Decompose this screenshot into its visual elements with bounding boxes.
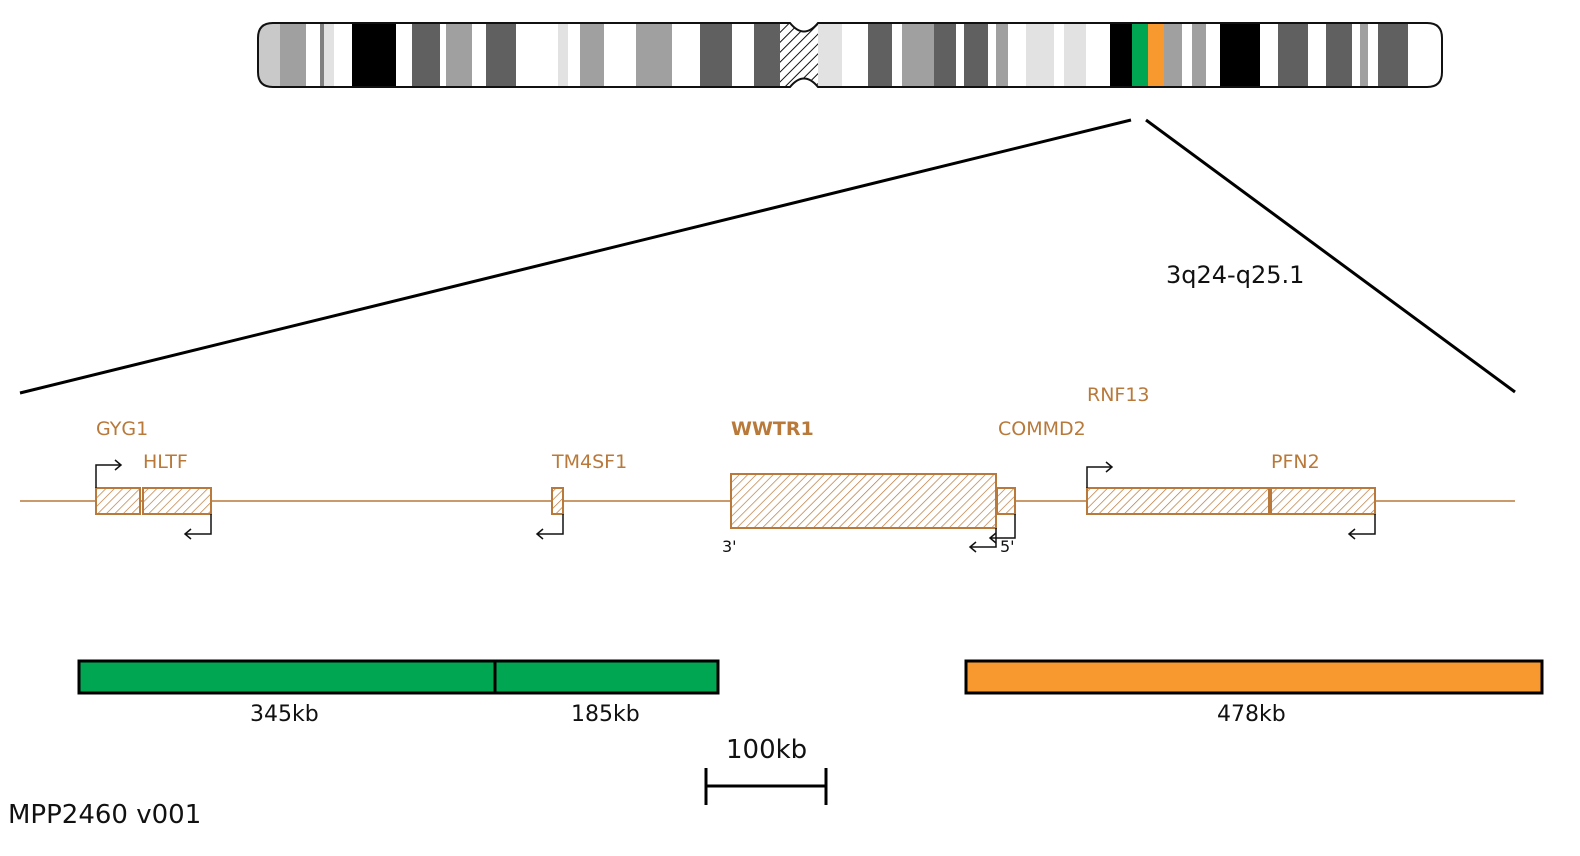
gene-label-pfn2: PFN2 (1271, 451, 1320, 473)
rnf13-arrow-icon (1086, 461, 1114, 488)
chromosome-ideogram (258, 23, 1442, 87)
orange-probe-segment (964, 659, 1544, 695)
pfn2-gene-box (1270, 487, 1376, 515)
hltf-gene-box (142, 487, 212, 515)
scale-bar-label: 100kb (726, 735, 808, 765)
zoom-line-right (1145, 118, 1516, 394)
pfn2-arrow-icon (1347, 514, 1376, 540)
commd2-arrow-icon (988, 514, 1016, 544)
commd2-gene-box (996, 487, 1016, 515)
gyg1-arrow-icon (95, 459, 123, 488)
gene-label-tm4sf1: TM4SF1 (552, 451, 628, 473)
green-probe-segment-2 (493, 659, 720, 695)
tm4sf1-arrow-icon (535, 514, 564, 540)
hltf-arrow-icon (183, 514, 212, 540)
green-probe-segment-1 (77, 659, 497, 695)
green-probe-size-1: 345kb (250, 702, 319, 727)
gene-label-rnf13: RNF13 (1087, 384, 1150, 406)
tm4sf1-gene-box (551, 487, 564, 515)
green-probe-size-2: 185kb (571, 702, 640, 727)
chromosome-outline (257, 22, 1443, 88)
footer-label: MPP2460 v001 (8, 800, 202, 830)
wwtr1-arrow-icon (968, 528, 997, 553)
gene-label-gyg1: GYG1 (96, 418, 149, 440)
rnf13-gene-box (1086, 487, 1270, 515)
scale-bar (704, 768, 828, 805)
five-prime-label: 5' (1000, 537, 1015, 556)
three-prime-label: 3' (722, 537, 737, 556)
gyg1-gene-box (95, 487, 141, 515)
gene-label-wwtr1: WWTR1 (731, 418, 814, 440)
region-label: 3q24-q25.1 (1166, 261, 1305, 289)
wwtr1-gene-box (730, 473, 997, 529)
orange-probe-size: 478kb (1217, 702, 1286, 727)
green-probe-band (1132, 23, 1148, 87)
gene-label-commd2: COMMD2 (998, 418, 1086, 440)
orange-probe-band (1148, 23, 1164, 87)
gene-label-hltf: HLTF (143, 451, 188, 473)
zoom-line-left (19, 118, 1132, 395)
direction-arrows (95, 459, 1376, 553)
